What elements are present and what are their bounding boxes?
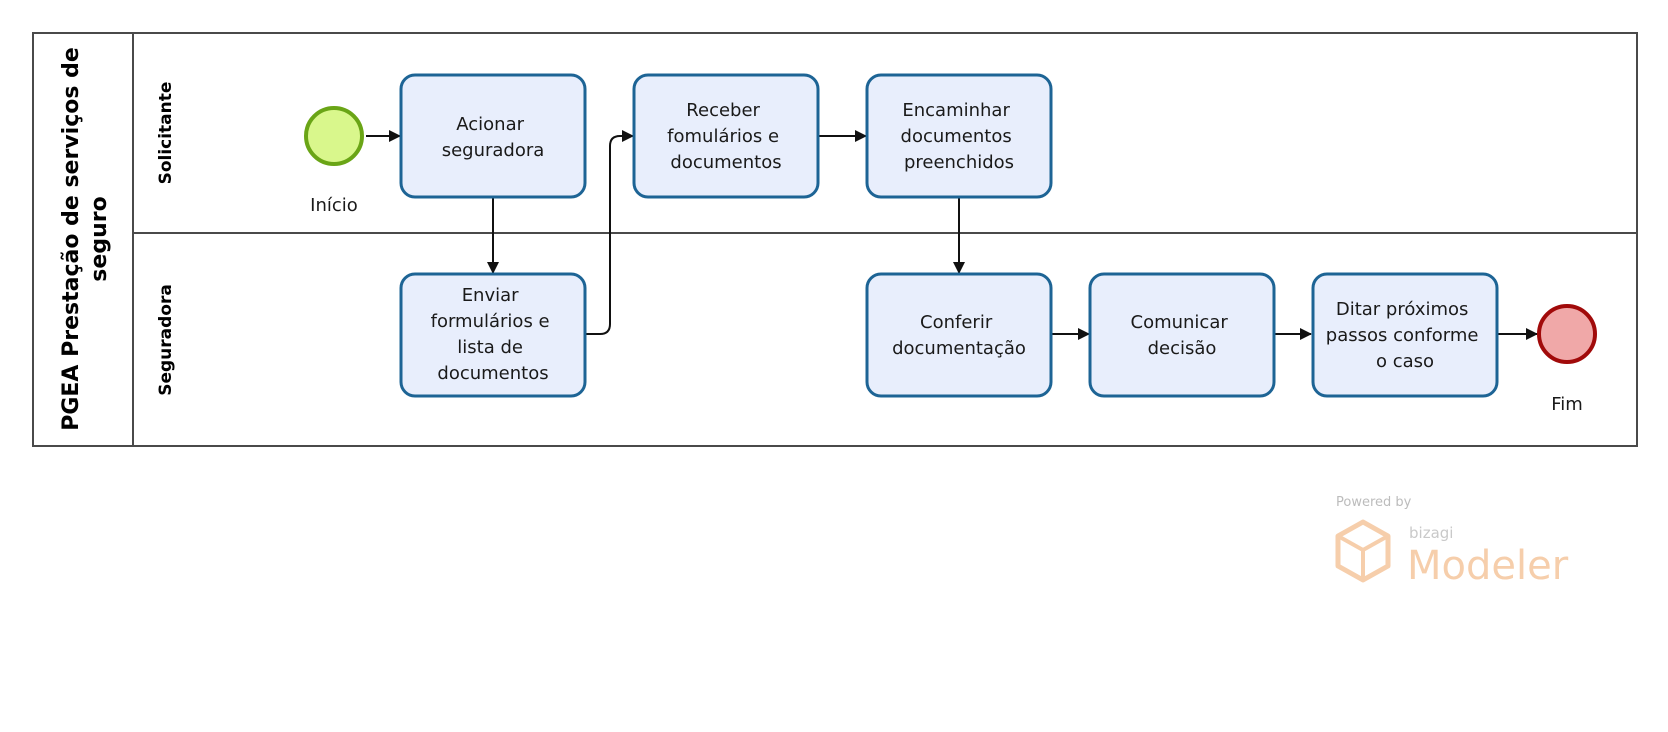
task-encaminhar-label: Encaminhar documentos preenchidos — [901, 100, 1018, 173]
lane-label-seguradora: Seguradora — [156, 284, 176, 396]
task-acionar[interactable]: Acionar seguradora — [399, 73, 587, 199]
watermark-product: Modeler — [1407, 543, 1569, 589]
task-ditar-line-1: Ditar próximos — [1336, 299, 1469, 320]
task-enviar[interactable]: Enviar formulários e lista de documentos — [399, 272, 587, 398]
end-event[interactable]: Fim — [1537, 304, 1597, 415]
task-enviar-line-1: Enviar — [462, 285, 519, 306]
task-conferir-line-2: documentação — [892, 338, 1026, 359]
task-conferir[interactable]: Conferir documentação — [865, 272, 1053, 398]
task-comunicar[interactable]: Comunicar decisão — [1088, 272, 1276, 398]
task-ditar-line-2: passos conforme — [1326, 325, 1479, 346]
task-comunicar-line-2: decisão — [1148, 338, 1217, 359]
pool-title-line2: seguro — [87, 196, 112, 281]
task-acionar-line-1: Acionar — [456, 114, 524, 135]
task-encaminhar-line-2: documentos — [901, 126, 1012, 147]
watermark-brand: bizagi — [1409, 524, 1453, 542]
task-ditar-label: Ditar próximos passos conforme o caso — [1326, 299, 1484, 372]
task-acionar-box[interactable] — [399, 73, 587, 199]
task-enviar-box[interactable] — [399, 272, 587, 398]
task-receber-label: Receber fomulários e documentos — [667, 100, 785, 173]
pool-title: PGEA Prestação de serviços de seguro — [59, 47, 112, 431]
bizagi-watermark: Powered by bizagi Modeler — [1335, 495, 1569, 589]
task-receber-box[interactable] — [632, 73, 820, 199]
task-comunicar-line-1: Comunicar — [1131, 312, 1229, 333]
task-encaminhar[interactable]: Encaminhar documentos preenchidos — [865, 73, 1053, 199]
sequence-flows — [366, 130, 1538, 340]
task-enviar-line-2: formulários e — [431, 311, 550, 332]
task-encaminhar-box[interactable] — [865, 73, 1053, 199]
lane-label-solicitante: Solicitante — [156, 82, 176, 185]
task-acionar-label: Acionar seguradora — [442, 114, 545, 161]
task-acionar-line-2: seguradora — [442, 140, 545, 161]
task-encaminhar-line-3: preenchidos — [904, 152, 1014, 173]
watermark-powered-by: Powered by — [1336, 495, 1412, 510]
start-event[interactable]: Início — [304, 106, 364, 216]
task-conferir-box[interactable] — [865, 272, 1053, 398]
task-receber-line-2: fomulários e — [667, 126, 779, 147]
task-comunicar-label: Comunicar decisão — [1131, 312, 1234, 359]
task-enviar-line-4: documentos — [437, 363, 548, 384]
end-event-circle[interactable] — [1537, 304, 1597, 364]
pool: PGEA Prestação de serviços de seguro Sol… — [32, 32, 1638, 447]
task-receber-line-1: Receber — [686, 100, 760, 121]
task-comunicar-box[interactable] — [1088, 272, 1276, 398]
start-event-circle[interactable] — [304, 106, 364, 166]
task-conferir-label: Conferir documentação — [892, 312, 1026, 359]
task-ditar-line-3: o caso — [1376, 351, 1434, 372]
task-conferir-line-1: Conferir — [920, 312, 993, 333]
start-event-label: Início — [310, 195, 358, 216]
end-event-label: Fim — [1551, 394, 1583, 415]
task-receber[interactable]: Receber fomulários e documentos — [632, 73, 820, 199]
task-ditar-box[interactable] — [1311, 272, 1499, 398]
pool-title-line1: PGEA Prestação de serviços de — [59, 47, 84, 431]
task-enviar-label: Enviar formulários e lista de documentos — [431, 285, 556, 384]
task-encaminhar-line-1: Encaminhar — [902, 100, 1010, 121]
task-enviar-line-3: lista de — [457, 337, 523, 358]
task-ditar[interactable]: Ditar próximos passos conforme o caso — [1311, 272, 1499, 398]
task-receber-line-3: documentos — [670, 152, 781, 173]
flow-enviar-to-receber — [585, 130, 634, 335]
bizagi-logo-icon — [1335, 519, 1391, 583]
